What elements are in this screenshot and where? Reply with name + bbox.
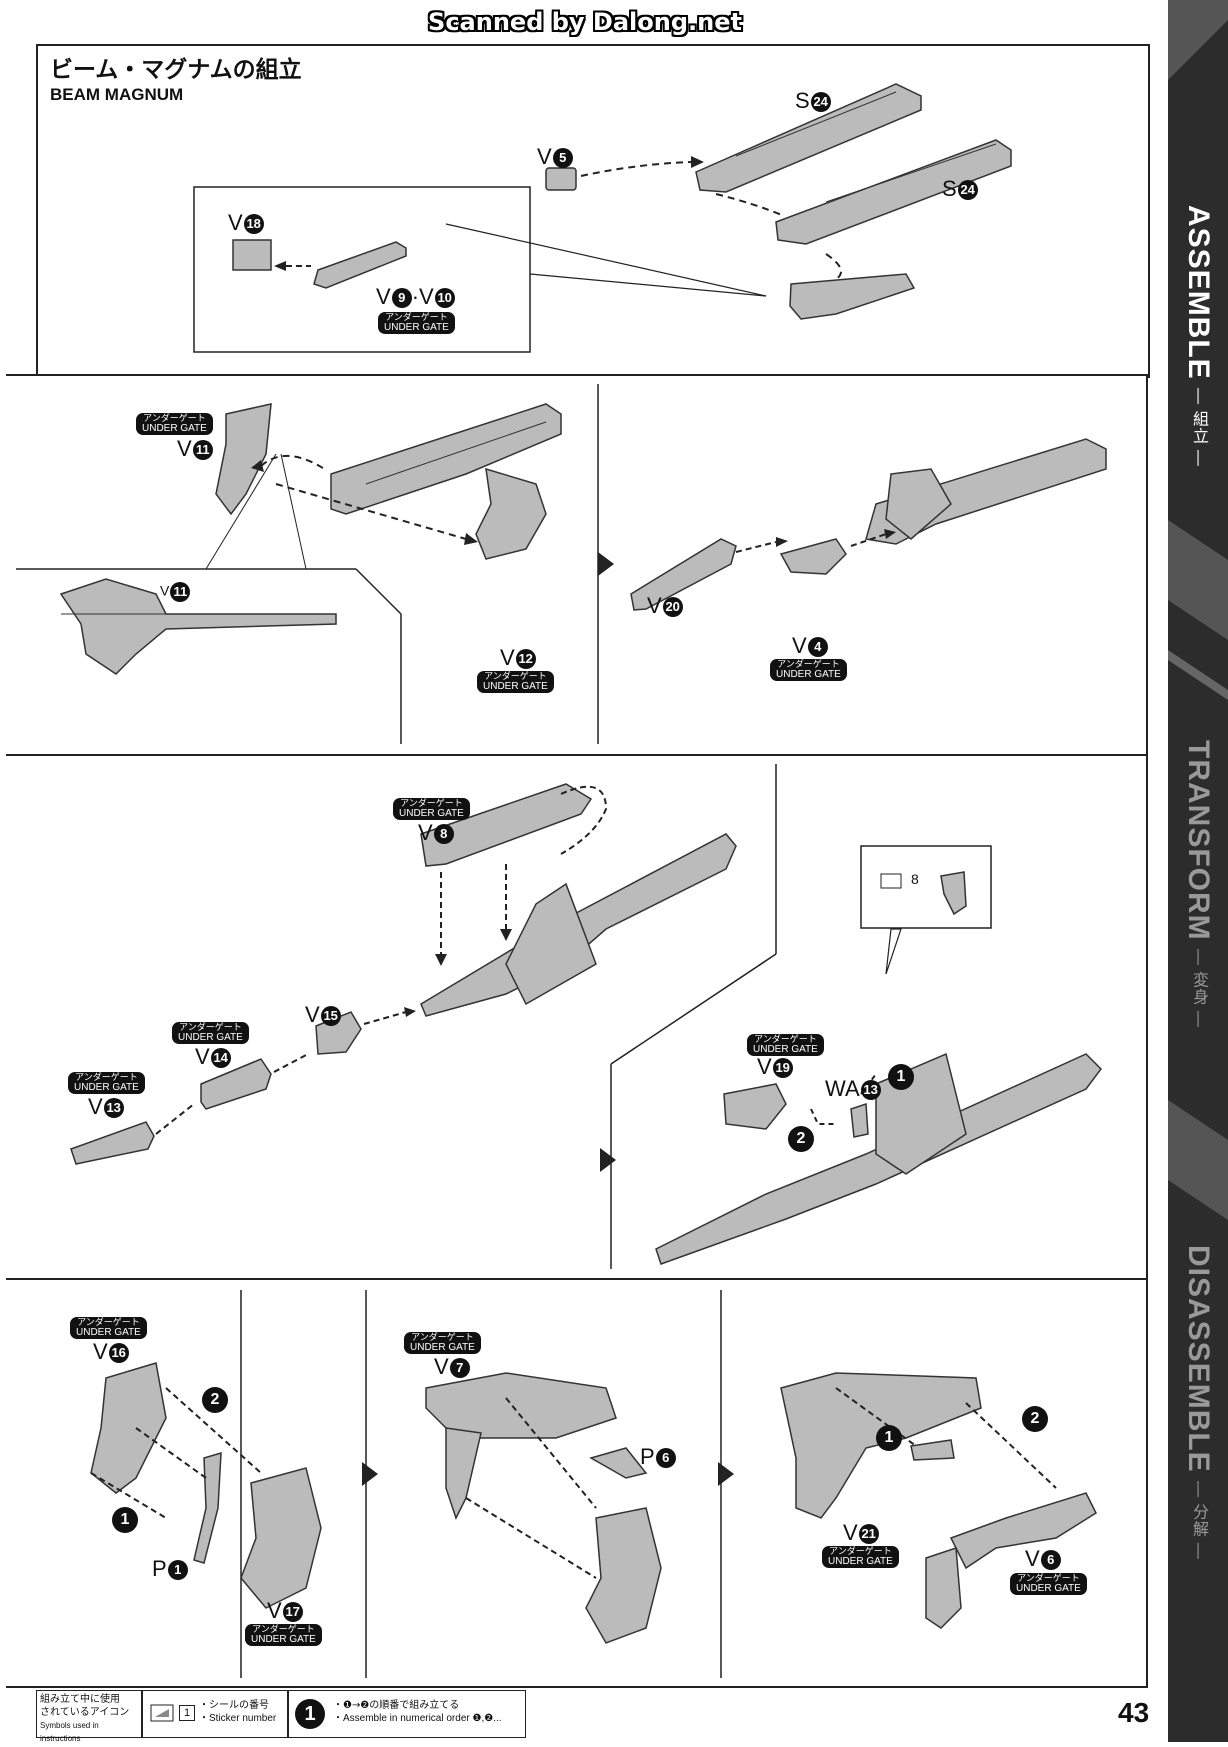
sidebar	[1168, 0, 1228, 1742]
sidebar-assemble: ASSEMBLE— 組立 —	[1168, 205, 1228, 505]
legend-order: 1 ・❶→❷の順番で組み立てる ・Assemble in numerical o…	[288, 1690, 526, 1738]
panel-4-illustration	[90, 1290, 1097, 1678]
sidebar-transform-text: TRANSFORM— 変身 —	[1182, 740, 1215, 1028]
scan-watermark: Scanned by Dalong.net	[428, 8, 742, 36]
panel-step-4	[6, 1278, 1148, 1688]
page-subtitle: BEAM MAGNUM	[50, 85, 184, 104]
sidebar-disassemble: DISASSEMBLE— 分解 —	[1168, 1245, 1228, 1560]
step-1-marker: 1	[876, 1425, 902, 1451]
order-step-icon: 1	[295, 1699, 325, 1729]
sticker-num-icon: 1	[179, 1705, 195, 1721]
panel-step-2	[6, 374, 1148, 758]
step-2-marker: 2	[1022, 1406, 1048, 1432]
sticker-icon	[150, 1704, 174, 1722]
sidebar-assemble-text: ASSEMBLE— 組立 —	[1182, 205, 1215, 467]
panel-3-illustration	[70, 764, 1102, 1269]
sidebar-stripes	[1168, 0, 1228, 1220]
sticker-number: 8	[911, 871, 919, 887]
sidebar-transform: TRANSFORM— 変身 —	[1168, 740, 1228, 1040]
legend-title-box: 組み立て中に使用 されているアイコン Symbols used in instr…	[36, 1690, 142, 1743]
next-step-arrow	[362, 1462, 378, 1486]
page-number: 43	[1118, 1697, 1150, 1728]
next-step-arrow	[718, 1462, 734, 1486]
panel-step-3	[6, 754, 1148, 1282]
panel-1-illustration	[193, 83, 1012, 353]
legend-title: 組み立て中に使用 されているアイコン Symbols used in instr…	[40, 1694, 130, 1743]
order-legend-text: ・❶→❷の順番で組み立てる ・Assemble in numerical ord…	[333, 1700, 502, 1724]
step-1-marker: 1	[888, 1064, 914, 1090]
legend-sticker: 1 ・シールの番号 ・Sticker number	[142, 1690, 288, 1738]
step-2-marker: 2	[788, 1126, 814, 1152]
step-2-marker: 2	[202, 1387, 228, 1413]
sticker-legend-text: ・シールの番号 ・Sticker number	[199, 1700, 277, 1724]
page-title: ビーム・マグナムの組立	[50, 57, 302, 83]
step-1-marker: 1	[112, 1507, 138, 1533]
next-step-arrow	[600, 1148, 616, 1172]
panel-step-1	[36, 44, 1150, 378]
next-step-arrow	[598, 552, 614, 576]
sidebar-disassemble-text: DISASSEMBLE— 分解 —	[1182, 1245, 1215, 1560]
